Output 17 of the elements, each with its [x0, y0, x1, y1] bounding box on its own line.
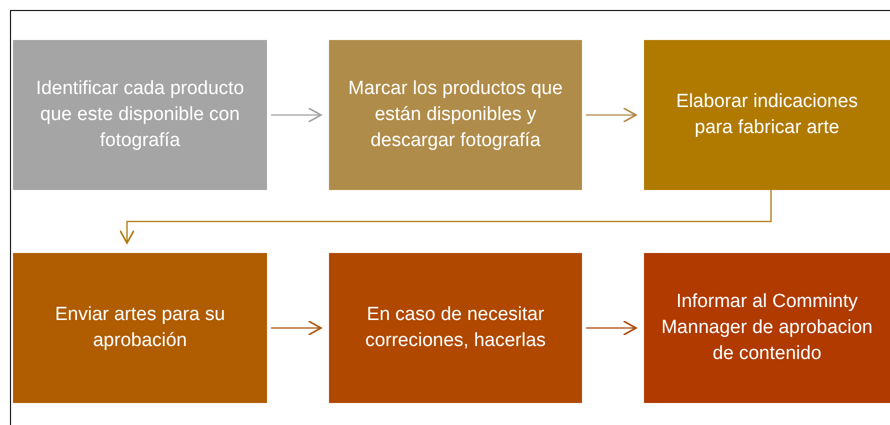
process-box — [329, 40, 582, 190]
step-text: Elaborar indicaciones para fabricar arte — [675, 90, 859, 140]
process-box — [329, 253, 582, 403]
process-box — [13, 253, 267, 403]
step-text: Marcar los productos que están disponibles y descargar fotografía — [347, 77, 564, 153]
arrow — [271, 320, 322, 336]
step-text: Informar al Comminty Mannager de aprobacion de contenido — [660, 290, 874, 366]
process-box — [13, 40, 267, 190]
step-text: Enviar artes para su aprobación — [54, 303, 226, 353]
arrow — [586, 320, 637, 336]
step-text: En caso de necesitar correciones, hacerlas — [364, 303, 547, 353]
arrow — [271, 107, 322, 123]
arrow — [586, 107, 637, 123]
step-text: Identificar cada producto que este disponible con fotografía — [34, 77, 246, 153]
arrow — [119, 190, 772, 244]
process-box — [644, 40, 890, 190]
process-box — [644, 253, 890, 403]
